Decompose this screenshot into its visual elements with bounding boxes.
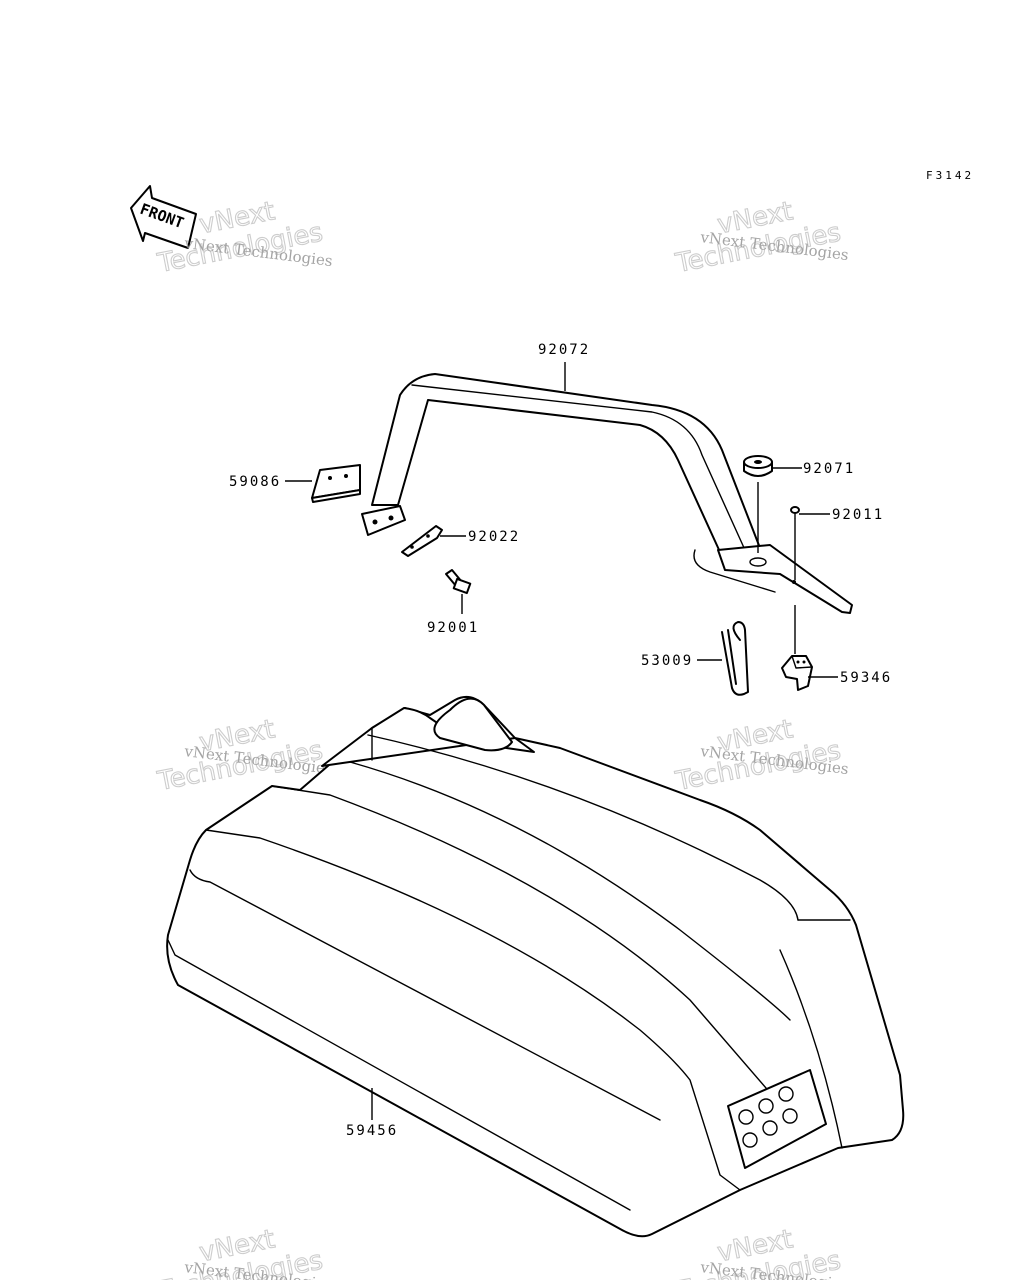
leader-lines [285,362,838,1120]
part-screw[interactable] [790,506,800,519]
label-92011: 92011 [832,507,884,523]
part-seat-cover[interactable] [166,695,905,1238]
label-53009: 53009 [641,653,693,669]
label-92072: 92072 [538,342,590,358]
label-59456: 59456 [346,1123,398,1139]
part-seat-hook[interactable] [721,621,749,696]
figure-code: F3142 [926,169,974,182]
part-labels: 92072 59086 92022 92001 92071 92011 5300… [229,342,892,1139]
label-92022: 92022 [468,529,520,545]
label-59086: 59086 [229,474,281,490]
part-grab-rail[interactable] [361,373,853,614]
label-92001: 92001 [427,620,479,636]
part-grommet[interactable] [743,455,773,477]
part-bolt[interactable] [445,569,472,595]
part-stopper[interactable] [781,655,813,691]
label-59346: 59346 [840,670,892,686]
label-92071: 92071 [803,461,855,477]
part-washer-plate[interactable] [401,525,443,557]
part-rubber-pad[interactable] [311,464,361,503]
